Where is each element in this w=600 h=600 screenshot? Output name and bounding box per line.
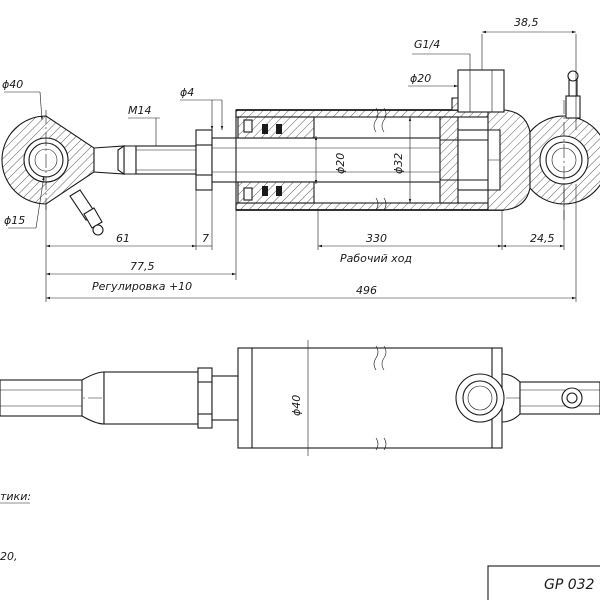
port-boss-side (455, 373, 505, 423)
dim-port-thread: G1/4 (414, 38, 440, 51)
stud-side (103, 371, 199, 425)
dim-stroke-value: 330 (366, 232, 387, 245)
nut-side (197, 367, 213, 429)
threaded-stud (93, 144, 197, 176)
dim-bore-diameter: ϕ32 (392, 153, 405, 174)
dim-port-diameter: ϕ20 (410, 72, 431, 85)
rear-cap (451, 69, 531, 211)
dim-eye-length: 61 (116, 232, 130, 245)
dim-thread: M14 (128, 104, 152, 117)
piston-rod (211, 137, 461, 183)
rod-eye-right (529, 70, 600, 220)
dim-rod-diameter: ϕ20 (334, 153, 347, 174)
section-dimensions: ϕ40 ϕ15 M14 ϕ4 G1/4 38,5 ϕ20 ϕ20 ϕ32 (2, 16, 577, 302)
dim-adjust-label: Регулировка +10 (92, 280, 192, 293)
grease-nipple-right (565, 70, 581, 119)
eye-right-side (501, 373, 600, 423)
lock-nut (195, 129, 213, 191)
notes: тики: 20, (0, 490, 31, 563)
dim-rod-small: ϕ4 (180, 86, 194, 99)
grease-nipple-left (69, 189, 104, 236)
stamp-code: GP 032 (544, 577, 595, 593)
gland (237, 116, 315, 204)
note-pressure: 20, (0, 550, 18, 563)
dim-body-diameter: ϕ40 (290, 395, 303, 416)
note-characteristics: тики: (0, 490, 31, 503)
rod-side (211, 375, 239, 421)
piston (439, 116, 489, 204)
dim-total-length: 496 (356, 284, 377, 297)
dim-rear-eye-length: 24,5 (530, 232, 555, 245)
dim-adjust-length: 77,5 (130, 260, 155, 273)
title-stamp: GP 032 (487, 565, 600, 600)
rod-eye-left (1, 110, 104, 236)
exterior-view: ϕ40 (0, 340, 600, 456)
dim-port-offset: 38,5 (514, 16, 539, 29)
dim-stroke-label: Рабочий ход (340, 252, 412, 265)
section-view (1, 69, 600, 236)
dim-rod-eye-outer: ϕ40 (2, 78, 23, 91)
dim-rod-eye-pin: ϕ15 (4, 214, 25, 227)
dim-nut-length: 7 (202, 232, 209, 245)
